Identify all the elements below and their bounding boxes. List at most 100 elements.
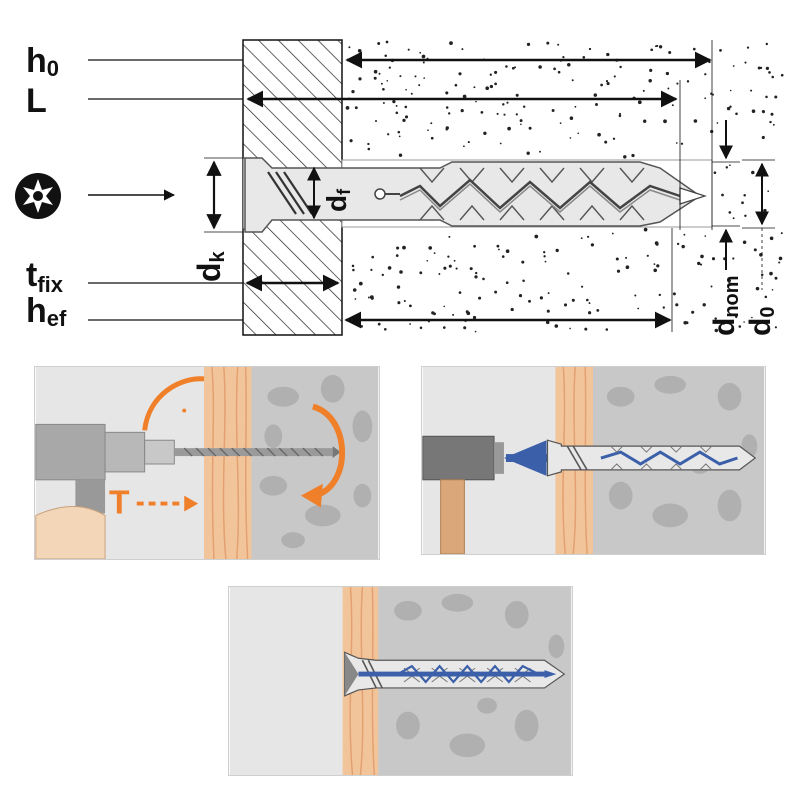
concrete-dot xyxy=(605,328,609,331)
concrete-dot xyxy=(370,268,373,272)
concrete-spots xyxy=(259,374,373,549)
concrete-dot xyxy=(519,119,523,123)
concrete-dot xyxy=(506,101,509,104)
concrete-dot xyxy=(474,330,477,333)
concrete-dot xyxy=(605,80,609,83)
concrete-dot xyxy=(448,235,451,238)
concrete-dot xyxy=(351,264,355,268)
concrete-dot xyxy=(354,298,357,300)
concrete-dot xyxy=(520,123,522,126)
concrete-dot xyxy=(384,54,387,58)
concrete-dot xyxy=(378,72,381,75)
concrete-dot xyxy=(445,106,449,109)
concrete-texture xyxy=(345,40,784,333)
concrete-dot xyxy=(402,118,406,123)
concrete-dot xyxy=(691,310,695,314)
concrete-dot xyxy=(571,79,574,82)
concrete-dot xyxy=(704,73,707,76)
concrete-dot xyxy=(469,267,473,271)
concrete-dot xyxy=(765,95,768,99)
concrete-dot xyxy=(665,71,670,76)
concrete-dot xyxy=(474,275,478,279)
concrete-dot xyxy=(663,119,667,124)
concrete-dot xyxy=(419,271,423,275)
concrete-dot xyxy=(680,142,684,145)
concrete-dot xyxy=(375,120,377,122)
concrete-dot xyxy=(725,166,729,169)
concrete-dot xyxy=(732,217,735,220)
concrete-dot xyxy=(649,68,653,72)
concrete-dot xyxy=(672,292,676,296)
concrete-dot xyxy=(728,279,732,283)
concrete-dot xyxy=(384,328,387,331)
concrete-dot xyxy=(567,63,571,67)
concrete-dot xyxy=(418,84,421,87)
concrete-dot xyxy=(381,273,384,277)
concrete-dot xyxy=(414,75,417,78)
concrete-dot xyxy=(653,263,656,265)
concrete-dot xyxy=(405,88,407,91)
concrete-dot xyxy=(382,87,385,91)
concrete-dot xyxy=(398,153,403,157)
concrete-dot xyxy=(734,315,738,319)
concrete-dot xyxy=(569,137,572,139)
concrete-dot xyxy=(712,93,714,96)
concrete-dot xyxy=(369,295,374,299)
concrete-dot xyxy=(764,295,768,299)
concrete-dot xyxy=(566,272,570,275)
concrete-dot xyxy=(650,48,654,52)
concrete-dot xyxy=(557,70,561,74)
concrete-dot xyxy=(367,147,371,151)
concrete-dot xyxy=(404,105,408,109)
concrete-dot xyxy=(658,45,663,49)
concrete-dot xyxy=(380,82,383,85)
torx-drive-icon xyxy=(15,173,61,219)
concrete-dot xyxy=(448,264,452,268)
concrete-dot xyxy=(742,240,747,245)
concrete-dot xyxy=(547,292,550,295)
concrete-dot xyxy=(618,114,622,118)
concrete-dot xyxy=(399,75,402,78)
concrete-dot xyxy=(643,227,648,232)
concrete-dot xyxy=(738,325,742,328)
concrete-dot xyxy=(496,112,499,115)
concrete-dot xyxy=(518,294,523,298)
concrete-dot xyxy=(546,41,550,45)
wall-plug-icon xyxy=(546,439,757,477)
concrete-dot xyxy=(596,309,600,312)
concrete-dot xyxy=(539,150,541,153)
concrete-dot xyxy=(433,312,436,316)
concrete-spots xyxy=(394,593,565,758)
concrete-dot xyxy=(765,66,770,71)
concrete-dot xyxy=(421,54,426,59)
concrete-dot xyxy=(367,296,370,299)
concrete-dot xyxy=(458,291,462,294)
concrete-dot xyxy=(637,100,642,105)
concrete-dot xyxy=(352,268,355,272)
label-L: L xyxy=(26,82,47,120)
concrete-dot xyxy=(582,55,586,59)
concrete-dot xyxy=(704,97,707,100)
concrete-dot xyxy=(590,243,595,247)
concrete-dot xyxy=(751,316,753,319)
concrete-dot xyxy=(402,245,406,250)
concrete-dot xyxy=(507,126,511,131)
concrete-dot xyxy=(557,43,560,46)
concrete-dot xyxy=(716,122,719,124)
concrete-dot xyxy=(654,241,659,245)
concrete-dot xyxy=(699,263,703,266)
concrete-dot xyxy=(505,249,510,253)
concrete-dot xyxy=(750,89,753,92)
concrete-dot xyxy=(648,78,652,83)
concrete-dot xyxy=(544,260,547,263)
dimension-diagram: h0 L tfix hef df dk dnom d0 xyxy=(15,39,792,336)
concrete-dot xyxy=(528,126,532,130)
concrete-dot xyxy=(510,307,514,312)
concrete-dot xyxy=(515,93,519,97)
concrete-dot xyxy=(388,66,391,69)
concrete-dot xyxy=(656,264,660,268)
concrete-dot xyxy=(387,266,392,270)
torque-letter: T xyxy=(109,484,130,521)
label-dnom: dnom xyxy=(708,275,743,336)
concrete-dot xyxy=(396,246,400,250)
